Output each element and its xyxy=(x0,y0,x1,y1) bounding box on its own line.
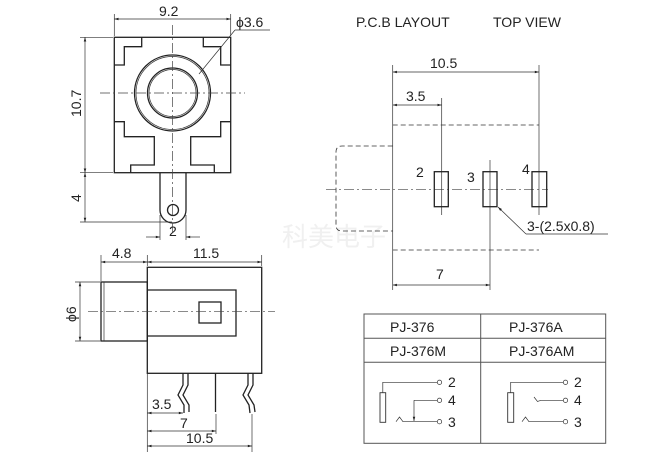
dim-pin1: 3.5 xyxy=(152,396,172,412)
model-pj376a: PJ-376A xyxy=(509,319,563,335)
left-term-4: 4 xyxy=(448,392,456,408)
pad-note: 3-(2.5x0.8) xyxy=(527,218,595,234)
dim-mid-pin: 7 xyxy=(436,266,444,282)
side-view: 4.8 11.5 ϕ6 3.5 7 10.5 xyxy=(63,245,275,452)
side-body xyxy=(146,266,263,374)
dim-pin-width: 2 xyxy=(169,223,177,239)
right-term-4: 4 xyxy=(574,392,582,408)
right-term-2: 2 xyxy=(574,374,582,390)
dim-hole-dia: ϕ3.6 xyxy=(236,14,264,30)
pad-2 xyxy=(433,171,449,208)
pcb-title: P.C.B LAYOUT xyxy=(356,14,450,30)
window xyxy=(198,301,222,324)
dim-height: 10.7 xyxy=(68,90,84,117)
dim-pin3: 10.5 xyxy=(186,430,213,446)
schematic-left: 2 4 3 xyxy=(379,374,456,430)
dim-pin2: 7 xyxy=(180,415,188,431)
pcb-subtitle: TOP VIEW xyxy=(493,14,562,30)
pad-4 xyxy=(531,171,548,208)
schematic-right: 2 4 3 xyxy=(507,374,582,430)
dim-first-pin: 3.5 xyxy=(406,88,426,104)
pin-left xyxy=(177,373,190,413)
watermark: 科美电子 xyxy=(282,223,386,253)
model-pj376am: PJ-376AM xyxy=(509,343,574,359)
pin-hole xyxy=(166,203,180,217)
pin-label-4: 4 xyxy=(522,161,530,177)
left-term-3: 3 xyxy=(448,414,456,430)
left-term-2: 2 xyxy=(448,374,456,390)
dim-pin-length: 4 xyxy=(68,194,84,202)
model-table: PJ-376 PJ-376A PJ-376M PJ-376AM 2 4 3 2 … xyxy=(363,313,607,444)
dim-body-length: 11.5 xyxy=(193,245,219,261)
pin xyxy=(159,172,187,224)
dim-nose-length: 4.8 xyxy=(112,245,132,261)
pin-label-2: 2 xyxy=(416,164,424,180)
model-pj376m: PJ-376M xyxy=(390,343,446,359)
pin-right xyxy=(242,373,256,414)
pcb-layout: P.C.B LAYOUT TOP VIEW 10.5 3.5 7 2 3 4 3… xyxy=(326,14,608,290)
model-pj376: PJ-376 xyxy=(390,319,435,335)
dim-width: 9.2 xyxy=(159,3,179,19)
front-view: 9.2 ϕ3.6 10.7 4 2 xyxy=(68,3,270,240)
pad-3 xyxy=(482,171,498,208)
dim-nose-dia: ϕ6 xyxy=(63,306,79,322)
pin-label-3: 3 xyxy=(467,169,475,185)
dim-overall: 10.5 xyxy=(430,55,457,71)
right-term-3: 3 xyxy=(574,414,582,430)
